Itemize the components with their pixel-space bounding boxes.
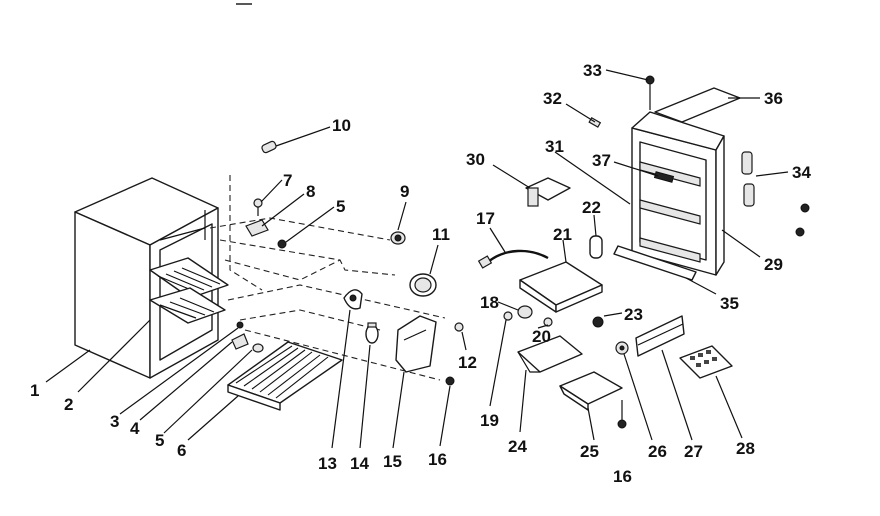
part-27-panel bbox=[635, 315, 685, 357]
part-25-tray bbox=[559, 371, 623, 411]
part-5-washer bbox=[252, 343, 264, 353]
part-3-pin bbox=[236, 321, 244, 329]
callout-20: 20 bbox=[532, 327, 551, 346]
callout-32: 32 bbox=[543, 89, 562, 108]
callout-36: 36 bbox=[764, 89, 783, 108]
callout-14: 14 bbox=[350, 454, 369, 473]
part-7-screw bbox=[253, 198, 263, 216]
guide-line bbox=[224, 259, 341, 281]
door-assembly bbox=[631, 111, 725, 276]
part-36-strip bbox=[654, 87, 741, 123]
callout-6: 6 bbox=[177, 441, 186, 460]
callout-35: 35 bbox=[720, 294, 739, 313]
guide-line bbox=[244, 329, 441, 381]
callout-30: 30 bbox=[466, 150, 485, 169]
callout-1: 1 bbox=[30, 381, 39, 400]
callout-11: 11 bbox=[432, 225, 450, 244]
part-22-thermostat bbox=[589, 235, 603, 259]
callout-24: 24 bbox=[508, 437, 527, 456]
part-12-screw bbox=[454, 322, 464, 332]
callout-29: 29 bbox=[764, 255, 783, 274]
cabinet-inner-line bbox=[159, 227, 206, 241]
part-28-ice-tray bbox=[679, 345, 733, 379]
part-26-fitting bbox=[615, 341, 629, 355]
callout-8: 8 bbox=[306, 182, 315, 201]
callout-37: 37 bbox=[592, 151, 611, 170]
part-10-connector bbox=[261, 140, 277, 154]
callout-3: 3 bbox=[110, 412, 119, 431]
callout-28: 28 bbox=[736, 439, 755, 458]
guide-line bbox=[227, 284, 446, 319]
callout-5-upper: 5 bbox=[336, 197, 345, 216]
part-11-knob bbox=[409, 273, 437, 297]
callout-31: 31 bbox=[545, 137, 564, 156]
part-8-bracket bbox=[245, 219, 269, 237]
part-19-screw bbox=[503, 311, 513, 321]
callout-13: 13 bbox=[318, 454, 337, 473]
callout-7: 7 bbox=[283, 171, 292, 190]
cabinet-shelf bbox=[149, 257, 229, 324]
callout-16-left: 16 bbox=[428, 450, 447, 469]
guide-line bbox=[239, 309, 381, 331]
part-35-bar bbox=[613, 245, 697, 281]
part-6-shelf bbox=[227, 341, 343, 411]
callout-34: 34 bbox=[792, 163, 811, 182]
callout-19: 19 bbox=[480, 411, 499, 430]
callout-18: 18 bbox=[480, 293, 499, 312]
part-18-knob bbox=[517, 305, 533, 319]
part-17-cord bbox=[477, 249, 549, 269]
callout-9: 9 bbox=[400, 182, 409, 201]
part-5-screw bbox=[277, 239, 287, 249]
callout-21: 21 bbox=[553, 225, 572, 244]
callout-27: 27 bbox=[684, 442, 703, 461]
callout-26: 26 bbox=[648, 442, 667, 461]
part-13-socket bbox=[343, 289, 363, 310]
part-9-grommet bbox=[390, 231, 406, 245]
callout-5-lower: 5 bbox=[155, 431, 164, 450]
callout-4: 4 bbox=[130, 419, 140, 438]
callout-labels: 1 2 3 4 5 5 6 7 8 9 10 11 12 13 14 15 16… bbox=[30, 61, 811, 486]
part-16-lower-screw bbox=[617, 400, 627, 429]
part-14-bulb bbox=[365, 322, 379, 344]
callout-22: 22 bbox=[582, 198, 601, 217]
part-21-housing bbox=[519, 261, 603, 313]
part-30-bracket bbox=[525, 177, 571, 207]
callout-33: 33 bbox=[583, 61, 602, 80]
guide-line bbox=[209, 217, 391, 241]
part-20-clip bbox=[543, 317, 553, 327]
part-16-screw bbox=[445, 376, 455, 386]
callout-23: 23 bbox=[624, 305, 643, 324]
callout-12: 12 bbox=[458, 353, 477, 372]
guide-line bbox=[229, 175, 263, 291]
callout-16-right: 16 bbox=[613, 467, 632, 486]
callout-15: 15 bbox=[383, 452, 402, 471]
part-34-hinges bbox=[741, 151, 810, 237]
callout-2: 2 bbox=[64, 395, 73, 414]
leader-lines bbox=[45, 69, 789, 449]
callout-17: 17 bbox=[476, 209, 495, 228]
callout-25: 25 bbox=[580, 442, 599, 461]
part-15-light-cover bbox=[395, 315, 437, 373]
part-24-tray-bracket bbox=[517, 335, 583, 373]
part-4-hinge bbox=[231, 333, 249, 350]
part-33-screw bbox=[645, 75, 655, 110]
guide-line bbox=[219, 239, 396, 276]
part-23-screw bbox=[592, 316, 604, 328]
callout-10: 10 bbox=[332, 116, 351, 135]
